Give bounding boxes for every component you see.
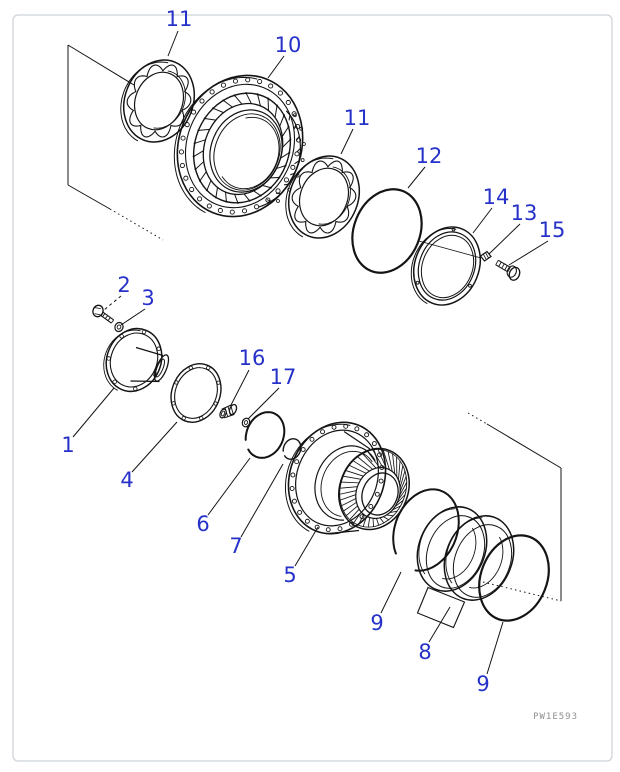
callout-7[interactable]: 7 [229, 534, 242, 558]
part-lock-plate-13 [479, 250, 492, 262]
callout-2[interactable]: 2 [117, 273, 130, 297]
callout-group-15-6: 15 [508, 218, 566, 266]
part-spring-pin-16 [219, 403, 238, 419]
page-border [12, 14, 613, 762]
callout-group-6-13: 6 [196, 457, 251, 536]
callout-group-5-15: 5 [283, 526, 319, 587]
callout-leader-3 [120, 308, 146, 326]
part-seal-spacer-flag [416, 586, 466, 629]
part-bolt-2 [92, 304, 115, 324]
callout-leader-9 [380, 571, 402, 614]
drawing-code: PW1E593 [533, 712, 578, 722]
part-bearing-cage-11-left [120, 59, 195, 143]
callout-group-2-7: 2 [103, 273, 131, 311]
callout-17[interactable]: 17 [270, 365, 297, 389]
callout-leader-11 [167, 30, 179, 57]
part-bolt-15 [495, 259, 521, 281]
callout-16[interactable]: 16 [239, 346, 266, 370]
part-reference-plane-bottom-right [467, 412, 562, 602]
part-o-ring-6 [244, 411, 286, 459]
part-o-ring-12 [351, 188, 423, 274]
callout-3[interactable]: 3 [141, 286, 154, 310]
part-o-ring-9-right [478, 534, 550, 622]
callout-group-16-11: 16 [230, 346, 266, 406]
callout-leader-11 [340, 128, 354, 155]
callout-leader-10 [267, 55, 285, 79]
part-floating-seal-8-front [416, 506, 488, 592]
callout-group-9-18: 9 [476, 621, 504, 696]
callout-leader-16 [230, 369, 250, 406]
callout-leader-12 [407, 166, 426, 189]
callout-leader-2 [103, 295, 122, 311]
callout-leader-1 [72, 387, 115, 438]
callout-group-3-8: 3 [120, 286, 155, 326]
part-retainer-ring-14 [410, 226, 482, 306]
callout-13[interactable]: 13 [511, 201, 538, 225]
part-spindle-hub-1 [103, 327, 170, 393]
callout-4[interactable]: 4 [120, 468, 133, 492]
callout-group-12-3: 12 [407, 144, 443, 189]
callout-group-11-0: 11 [166, 7, 193, 57]
part-reference-plane-top-left [67, 44, 164, 241]
callout-leader-17 [247, 387, 280, 420]
callout-group-4-10: 4 [120, 421, 178, 492]
part-bearing-cage-11-right [285, 155, 360, 239]
callout-group-7-14: 7 [229, 463, 284, 558]
callout-9[interactable]: 9 [476, 672, 489, 696]
callout-15[interactable]: 15 [539, 218, 566, 242]
callout-12[interactable]: 12 [416, 144, 443, 168]
callout-group-1-9: 1 [61, 387, 115, 457]
callout-leader-8 [428, 606, 451, 643]
part-washer-3 [114, 321, 124, 333]
callout-11[interactable]: 11 [166, 7, 193, 31]
callout-8[interactable]: 8 [418, 640, 431, 664]
callout-group-10-1: 10 [267, 33, 302, 79]
part-ring-gear-10 [173, 74, 306, 218]
callout-group-14-4: 14 [472, 185, 510, 234]
callout-group-11-2: 11 [340, 106, 371, 155]
callout-leader-9 [486, 621, 504, 675]
callout-1[interactable]: 1 [61, 433, 74, 457]
callout-11[interactable]: 11 [344, 106, 371, 130]
callout-leader-6 [207, 457, 251, 516]
callout-group-9-16: 9 [370, 571, 402, 635]
callout-5[interactable]: 5 [283, 563, 296, 587]
callout-group-8-17: 8 [418, 606, 451, 664]
callout-leader-4 [131, 421, 178, 473]
part-wheel-hub-5 [285, 421, 410, 535]
callout-leader-14 [472, 207, 493, 234]
callout-6[interactable]: 6 [196, 512, 209, 536]
callout-leader-5 [294, 526, 319, 567]
callout-14[interactable]: 14 [483, 185, 510, 209]
part-gasket-plate-4 [170, 363, 222, 423]
callout-9[interactable]: 9 [370, 611, 383, 635]
callout-group-13-5: 13 [488, 201, 538, 255]
callout-10[interactable]: 10 [275, 33, 302, 57]
callout-leader-15 [508, 240, 549, 266]
callout-leader-7 [240, 463, 284, 538]
callout-leader-13 [488, 223, 521, 255]
part-seal-ring-9-left [392, 488, 460, 572]
callout-group-17-12: 17 [247, 365, 297, 420]
